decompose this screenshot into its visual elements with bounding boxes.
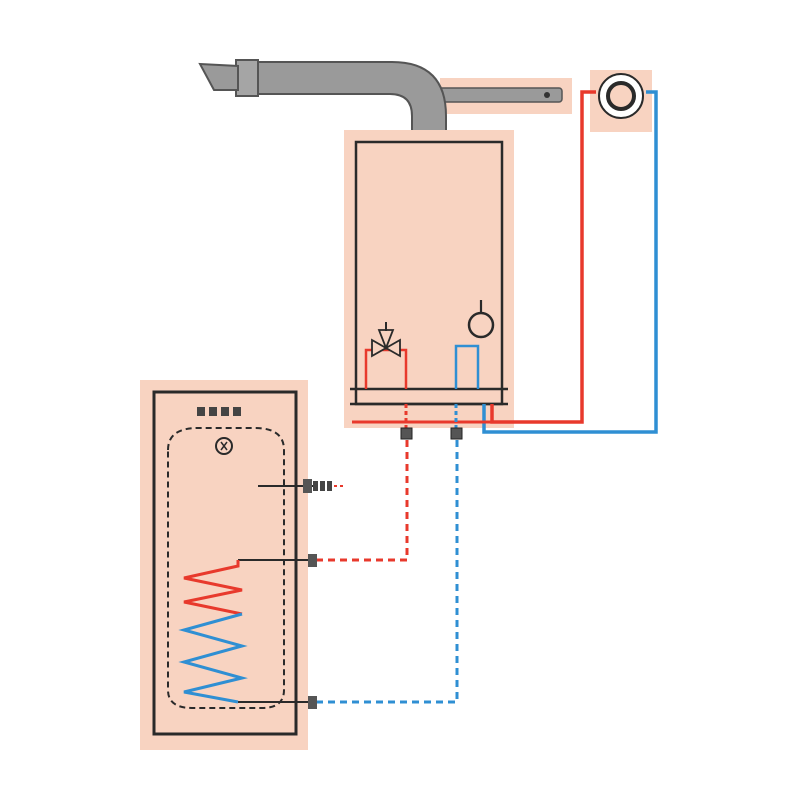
coil-flow-connector: [308, 554, 317, 567]
boiler-return-connector: [450, 427, 463, 440]
flue-bracket: [435, 78, 572, 114]
cylinder-flow-pipe: [314, 440, 409, 562]
three-way-valve-icon: [371, 322, 401, 358]
cylinder-inner-tank: [167, 427, 285, 709]
heating-flow-pipe: [490, 90, 596, 424]
flue-pipe-icon: [198, 59, 447, 143]
anode-icon: [215, 437, 233, 455]
coil-cold-section: [178, 612, 248, 704]
coil-return-connector: [308, 696, 317, 709]
boiler-unit: [344, 130, 514, 428]
cylinder-top-connectors: [197, 407, 241, 416]
boiler-flow-connector: [400, 427, 413, 440]
coil-hot-section: [183, 560, 243, 616]
circulation-pump-icon: [467, 300, 495, 339]
radiator-circle-icon: [590, 70, 652, 132]
temperature-sensor: [258, 479, 346, 493]
hot-water-cylinder: [140, 380, 346, 750]
cylinder-return-pipe: [314, 440, 459, 704]
